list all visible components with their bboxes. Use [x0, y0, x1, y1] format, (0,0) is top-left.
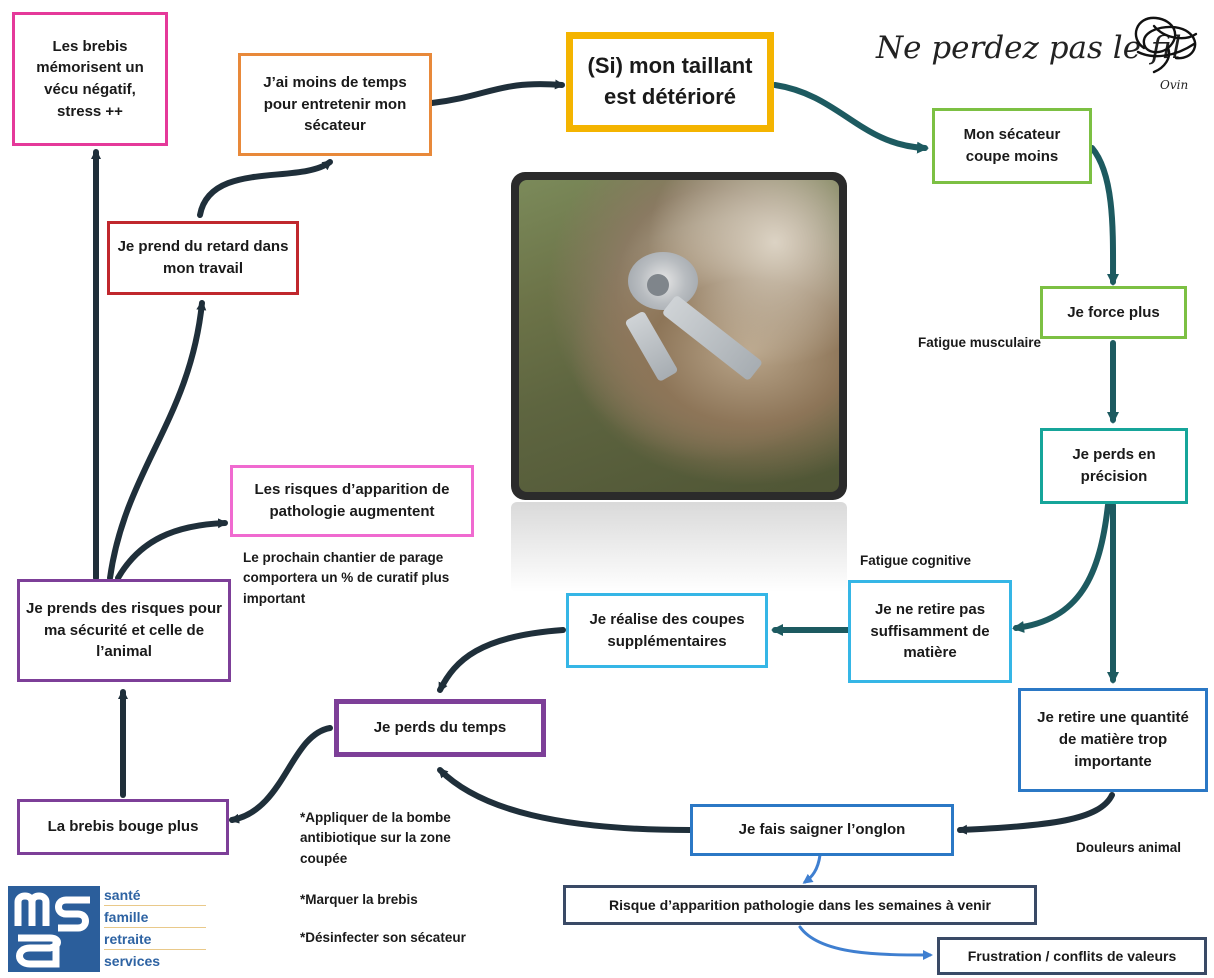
ovin-label: Ovin	[1160, 78, 1189, 92]
arrow-secateur-to-force	[1089, 145, 1120, 286]
box-retard: Je prend du retard dans mon travail	[107, 221, 299, 295]
box-brebis-bouge: La brebis bouge plus	[17, 799, 229, 855]
box-frustration: Frustration / conflits de valeurs	[937, 937, 1207, 975]
note-fatigue-cognitive: Fatigue cognitive	[860, 553, 972, 568]
note-marquer: *Marquer la brebis	[300, 892, 418, 907]
note-fatigue-musculaire: Fatigue musculaire	[918, 335, 1042, 350]
arrow-coupes-to-temps	[437, 627, 566, 693]
box-perds-temps: Je perds du temps	[334, 699, 546, 757]
box-force-plus: Je force plus	[1040, 286, 1187, 339]
box-risques-pathologie: Les risques d’apparition de pathologie a…	[230, 465, 474, 537]
box-moins-temps: J’ai moins de temps pour entretenir mon …	[238, 53, 432, 156]
note-chantier: Le prochain chantier de parage comporter…	[243, 550, 450, 606]
msa-letters-icon	[14, 892, 90, 968]
msa-word-services: services	[104, 953, 161, 969]
note-appliquer: *Appliquer de la bombe antibiotique sur …	[300, 810, 451, 866]
msa-word-sante: santé	[104, 887, 141, 903]
msa-divider	[104, 905, 206, 906]
arrow-temps-to-bouge	[229, 725, 333, 824]
arrow-taillant-to-secateur	[772, 82, 929, 154]
msa-logo	[8, 886, 100, 972]
note-douleurs: Douleurs animal	[1076, 840, 1182, 855]
arrow-semaines-to-frustration	[798, 925, 933, 960]
diagram-title: Ne perdez pas le fil	[876, 30, 1182, 66]
box-secateur-coupe: Mon sécateur coupe moins	[932, 108, 1092, 184]
msa-divider	[104, 949, 206, 950]
box-saigner: Je fais saigner l’onglon	[690, 804, 954, 856]
msa-divider	[104, 927, 206, 928]
arrow-risques-to-pathologie	[115, 518, 228, 581]
box-ne-retire-pas: Je ne retire pas suffisamment de matière	[848, 580, 1012, 683]
photo-reflection	[511, 502, 847, 592]
arrow-temps-to-taillant	[429, 79, 565, 106]
box-risque-semaines: Risque d’apparition pathologie dans les …	[563, 885, 1037, 925]
arrow-saigner-to-semaines	[802, 853, 822, 884]
note-desinfecter: *Désinfecter son sécateur	[300, 930, 466, 945]
arrow-retard-to-temps	[197, 159, 333, 218]
box-perds-precision: Je perds en précision	[1040, 428, 1188, 504]
box-prends-risques: Je prends des risques pour ma sécurité e…	[17, 579, 231, 682]
box-coupes-supp: Je réalise des coupes supplémentaires	[566, 593, 768, 668]
box-brebis-memorisent: Les brebis mémorisent un vécu négatif, s…	[12, 12, 168, 146]
arrow-precision-to-neretire	[1012, 502, 1111, 633]
arrow-risques-to-retard	[107, 300, 207, 581]
arrow-saigner-to-temps	[437, 767, 693, 833]
arrow-retiretrop-to-saigner	[957, 792, 1115, 835]
hoof-trimming-photo	[511, 172, 847, 500]
ovin-scribble-icon	[1134, 16, 1198, 74]
box-retire-trop: Je retire une quantité de matière trop i…	[1018, 688, 1208, 792]
msa-word-retraite: retraite	[104, 931, 152, 947]
msa-word-famille: famille	[104, 909, 149, 925]
box-taillant: (Si) mon taillant est détérioré	[566, 32, 774, 132]
